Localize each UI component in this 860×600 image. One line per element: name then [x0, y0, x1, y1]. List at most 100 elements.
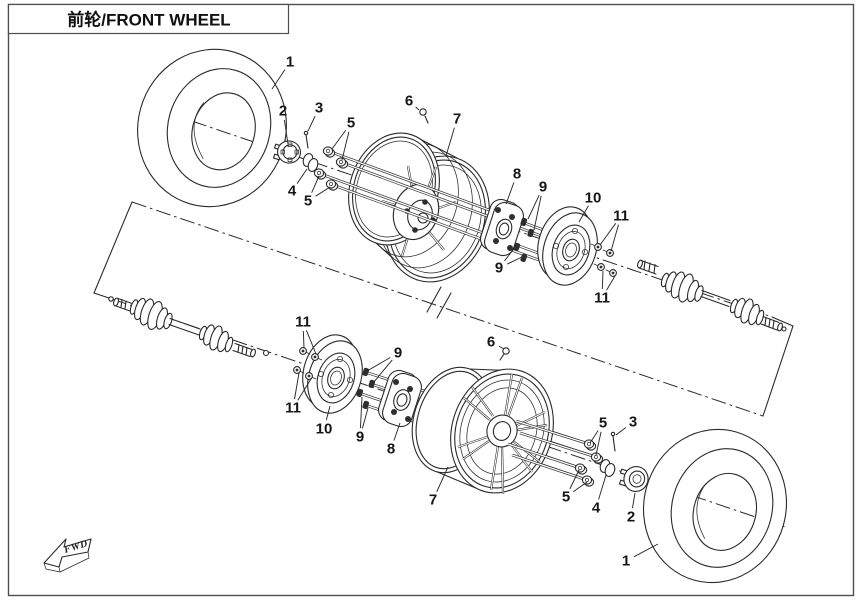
- castle-nut-4-upper: [302, 153, 319, 172]
- axle-end-nub: [262, 349, 270, 357]
- callout-leader: [283, 119, 289, 145]
- callout-leader: [359, 396, 363, 429]
- callout-leader: [325, 405, 331, 421]
- fwd-arrow-outline: [43, 538, 92, 568]
- cotter-pin-3-upper: [303, 130, 309, 149]
- inner-cv-joint: [660, 271, 704, 303]
- callout-leader: [305, 330, 317, 355]
- disc-bolt: [605, 269, 617, 277]
- callout-leader: [296, 168, 308, 184]
- disc-bolt-holes: [318, 356, 353, 398]
- title-box: 前轮/FRONT WHEEL: [7, 3, 290, 35]
- spline-end: [760, 315, 780, 331]
- callout-leader: [341, 131, 350, 161]
- callout-leader: [311, 175, 320, 193]
- rim-spoke-backs: [381, 165, 457, 257]
- upper-centerline-end: [771, 316, 794, 327]
- callout-label-7: 7: [429, 492, 437, 509]
- callout-label-5: 5: [304, 193, 312, 210]
- callout-leader: [610, 224, 619, 252]
- callout-label-6: 6: [405, 93, 413, 110]
- tire-1-lower: [642, 428, 788, 584]
- callout-label-2: 2: [627, 509, 635, 526]
- callout-leader: [271, 69, 286, 90]
- callout-leader: [331, 129, 347, 150]
- callout-label-1: 1: [286, 54, 294, 71]
- callout-label-4: 4: [288, 183, 297, 200]
- callout-leader: [533, 195, 542, 231]
- outer-cv-joint: [129, 297, 173, 330]
- disc-bolt: [593, 263, 605, 271]
- wheel-rim-7-lower: [411, 366, 554, 495]
- axle-shaft: [168, 317, 201, 336]
- inner-cv-joint: [198, 324, 234, 353]
- callout-label-1: 1: [622, 553, 630, 570]
- hub-8-upper: [480, 198, 524, 257]
- callout-label-11: 11: [613, 208, 629, 225]
- callout-label-5: 5: [599, 415, 607, 432]
- callout-leader: [589, 430, 599, 444]
- callout-leader: [302, 330, 305, 349]
- cotter-pin-3-lower: [610, 431, 616, 452]
- callout-label-7: 7: [453, 111, 461, 128]
- callout-label-8: 8: [387, 441, 395, 458]
- tire-hole-inner-arc: [696, 483, 707, 539]
- hub-lug-holes: [493, 207, 515, 251]
- disc-bolts-11-lower: [293, 347, 323, 380]
- tire-sidewall-edge: [670, 448, 774, 568]
- wheel-nuts-5-lower: [574, 439, 604, 487]
- callout-label-2: 2: [279, 103, 287, 120]
- callout-leader: [393, 422, 401, 441]
- wheel-nuts-5-upper: [313, 146, 349, 191]
- callout-leader: [595, 431, 602, 456]
- callout-leader: [307, 115, 316, 132]
- callout-label-10: 10: [316, 421, 333, 438]
- callout-label-5: 5: [562, 489, 570, 506]
- disc-bolt: [293, 366, 305, 374]
- valve-stem-6-upper: [419, 108, 429, 124]
- spline-end: [232, 342, 253, 358]
- callout-leader: [578, 205, 589, 223]
- disc-bolt: [305, 372, 317, 380]
- hub-bore-inner: [396, 393, 408, 407]
- valve-stem-6-lower: [499, 347, 510, 361]
- callout-label-3: 3: [629, 414, 637, 431]
- disc-bolt: [590, 243, 602, 251]
- hub-cap-2-lower: [618, 465, 649, 493]
- flange-nut: [574, 463, 588, 475]
- callout-label-5: 5: [347, 115, 355, 132]
- section-right-edge: [762, 325, 794, 417]
- lower-assembly: [108, 296, 788, 584]
- callout-leader: [632, 492, 636, 509]
- disc-bore-inner: [330, 370, 342, 386]
- wheel-studs-lower-right: [507, 419, 597, 482]
- hub-8-lower: [378, 369, 422, 428]
- disc-bolt-holes: [553, 228, 588, 270]
- tire-hole-inner-arc: [193, 102, 205, 160]
- callout-leader: [569, 469, 580, 490]
- callout-label-11: 11: [295, 314, 311, 331]
- upper-assembly: [137, 48, 787, 332]
- flange-nut: [581, 475, 595, 487]
- break-marks: [426, 286, 452, 319]
- callout-leader: [599, 223, 617, 246]
- callout-leader: [498, 345, 505, 350]
- callout-leader: [445, 127, 455, 157]
- callout-leader: [504, 245, 517, 262]
- title-box-frame: [7, 3, 290, 35]
- callout-label-3: 3: [315, 100, 323, 117]
- rim-center-hub: [486, 414, 518, 448]
- callout-leader: [527, 194, 540, 220]
- flange-nut: [583, 439, 597, 451]
- callout-label-9: 9: [539, 179, 547, 196]
- stud-heads-9-upper: [513, 217, 535, 263]
- section-left-edge: [93, 201, 133, 294]
- tire-1-upper: [137, 48, 287, 208]
- flange-nut: [335, 157, 349, 169]
- flange-nut: [325, 179, 339, 191]
- brake-disc-10-lower: [302, 334, 363, 414]
- callout-label-9: 9: [394, 345, 402, 362]
- callout-leader: [315, 186, 331, 197]
